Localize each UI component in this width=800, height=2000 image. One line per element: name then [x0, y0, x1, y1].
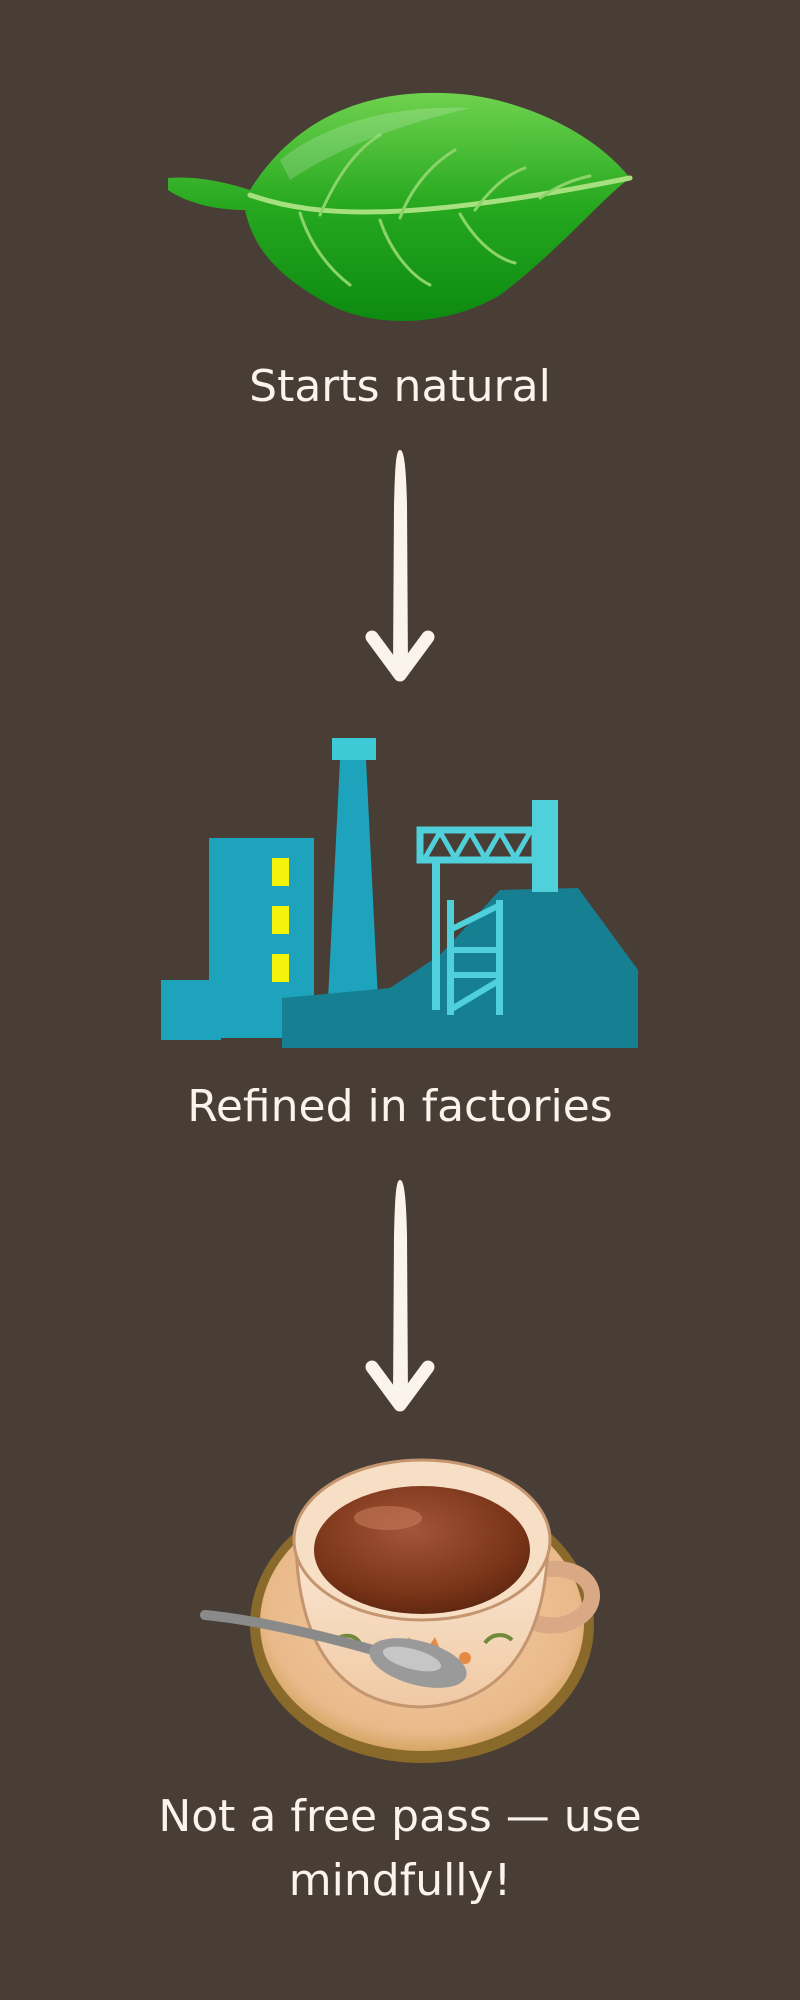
- factory-icon: [161, 738, 638, 1048]
- step-caption-mindfully: Not a free pass — use mindfully!: [158, 1791, 642, 1906]
- tea-cup-icon: [200, 1458, 600, 1763]
- down-arrow-icon: [365, 1180, 435, 1412]
- down-arrow-icon: [365, 450, 435, 682]
- step-caption-refined: Refined in factories: [187, 1081, 613, 1132]
- step-caption-natural: Starts natural: [249, 361, 551, 412]
- leaf-icon: [168, 92, 633, 322]
